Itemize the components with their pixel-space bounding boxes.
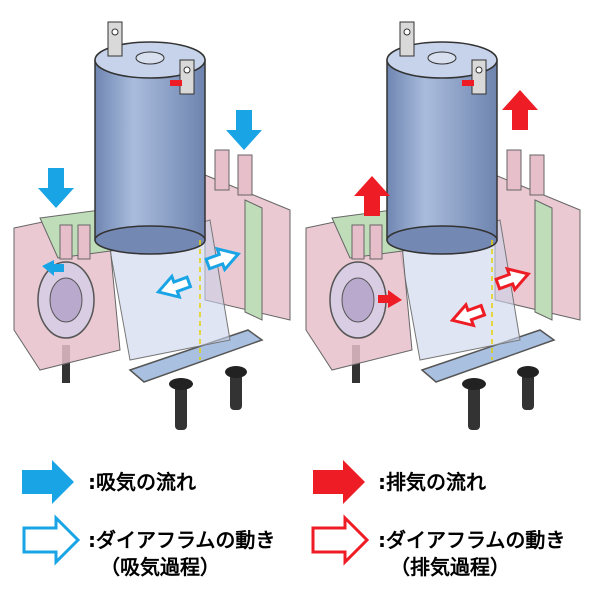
diaphragm-inner: [341, 277, 375, 323]
motor-shaft-cap: [135, 51, 165, 65]
intake-flow-arrow: [226, 110, 262, 150]
motor-shaft-cap: [427, 51, 457, 65]
legend-intake-diaphragm-arrow: [22, 514, 81, 566]
intake-flow-arrow: [38, 168, 74, 208]
legend-exhaust-flow-label: :排気の流れ: [378, 470, 486, 494]
diaphragm-motion-arrow: [155, 273, 193, 300]
legend-intake-diaphragm-label: :ダイアフラムの動き: [88, 528, 276, 552]
terminal: [179, 59, 195, 95]
terminal-marker: [462, 80, 474, 86]
motor-bottom: [386, 225, 498, 255]
diaphragm-motion-arrow: [449, 301, 487, 328]
green-plate: [534, 199, 553, 321]
green-plate: [244, 199, 263, 321]
rubber-foot: [462, 378, 486, 430]
exhaust-flow-arrow: [354, 176, 390, 216]
legend-exhaust-diaphragm-sub: （排気過程）: [390, 555, 510, 579]
legend-exhaust-diaphragm-label: :ダイアフラムの動き: [378, 528, 566, 552]
exhaust-flow-arrow: [378, 290, 402, 308]
legend-intake-flow-label: :吸気の流れ: [88, 470, 196, 494]
legend-intake-flow-arrow: [22, 460, 74, 504]
exhaust-flow-arrow: [502, 90, 538, 130]
rubber-foot: [169, 378, 193, 430]
intake-flow-arrow: [42, 260, 64, 276]
diaphragm-motion-arrow: [204, 246, 241, 273]
nozzle: [369, 224, 383, 260]
nozzle: [214, 149, 230, 191]
nozzle: [506, 149, 522, 191]
nozzle: [59, 224, 73, 260]
diaphragm-inner: [49, 277, 83, 323]
rubber-foot: [517, 366, 539, 410]
pump-left: [13, 21, 291, 430]
nozzle: [529, 154, 545, 196]
nozzle: [237, 154, 253, 196]
diaphragm-motion-arrow: [494, 266, 531, 293]
nozzle: [351, 224, 365, 260]
legend-intake-diaphragm-sub: （吸気過程）: [100, 555, 220, 579]
terminal: [399, 21, 415, 57]
terminal-marker: [170, 80, 182, 86]
nozzle: [77, 224, 91, 260]
motor-bottom: [94, 225, 206, 255]
terminal: [471, 59, 487, 95]
legend-exhaust-flow-arrow: [313, 460, 365, 504]
rubber-foot: [225, 366, 247, 410]
pump-right: [305, 21, 581, 430]
legend-exhaust-diaphragm-arrow: [311, 514, 370, 566]
terminal: [107, 21, 123, 57]
